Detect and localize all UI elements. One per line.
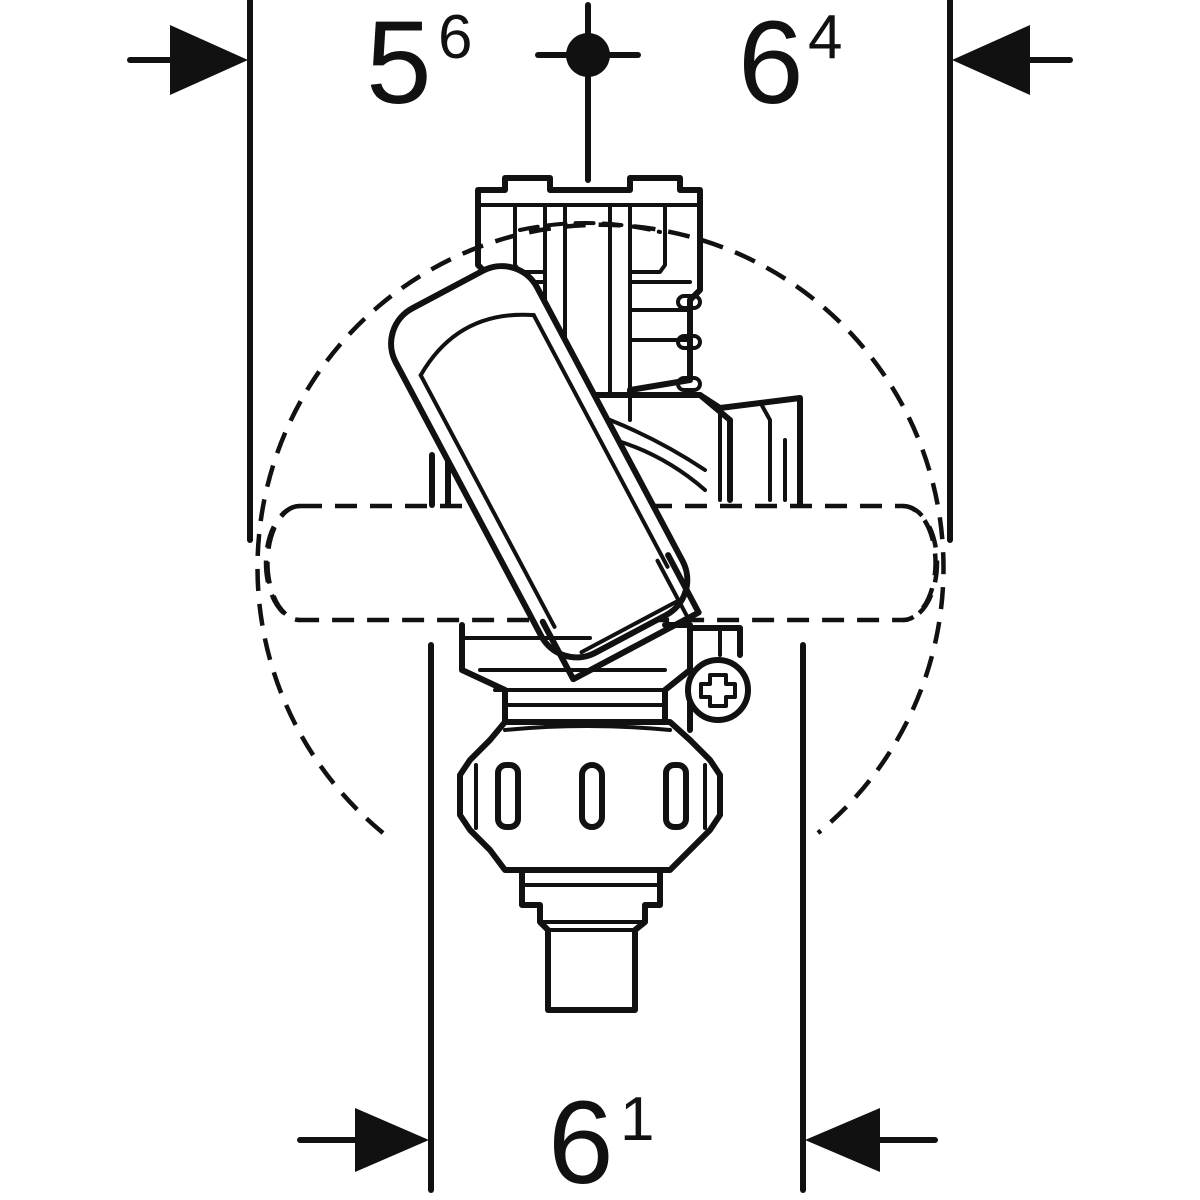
- dimension-label-right: 6 4: [738, 0, 842, 129]
- top-dimension-arrows: [127, 25, 1073, 95]
- dimension-label-left: 5 6: [366, 0, 472, 129]
- valve-mid-bracket: [429, 392, 803, 508]
- dimension-superscript: 4: [808, 3, 842, 72]
- extension-lines: [247, 0, 953, 1193]
- dimension-arrow-icon: [170, 25, 248, 95]
- dimension-superscript: 6: [438, 3, 472, 72]
- dimension-value: 6: [548, 1077, 614, 1200]
- right-end-cap-outline: [902, 503, 940, 623]
- screw-icon: [685, 657, 751, 723]
- inlet-connector: [519, 867, 663, 1013]
- dimension-arrow-icon: [355, 1108, 429, 1172]
- center-point-icon: [535, 2, 641, 183]
- left-end-cap-outline: [263, 503, 301, 623]
- float-cylinder: [388, 263, 691, 661]
- dimension-superscript: 1: [620, 1085, 654, 1154]
- grip-slot: [495, 762, 521, 830]
- dimension-value: 5: [366, 0, 432, 129]
- dimension-arrow-icon: [952, 25, 1030, 95]
- dimension-arrow-icon: [805, 1108, 880, 1172]
- grip-slot: [663, 762, 689, 830]
- grip-slot: [579, 762, 605, 830]
- bottom-dimension-arrows: [297, 1108, 938, 1172]
- dashed-envelope: [255, 222, 946, 835]
- dimension-label-bottom: 6 1: [548, 1077, 654, 1200]
- union-nut: [457, 719, 723, 873]
- float-arm: [388, 263, 702, 683]
- dimension-value: 6: [738, 0, 804, 129]
- swing-circle-outline: [255, 222, 946, 835]
